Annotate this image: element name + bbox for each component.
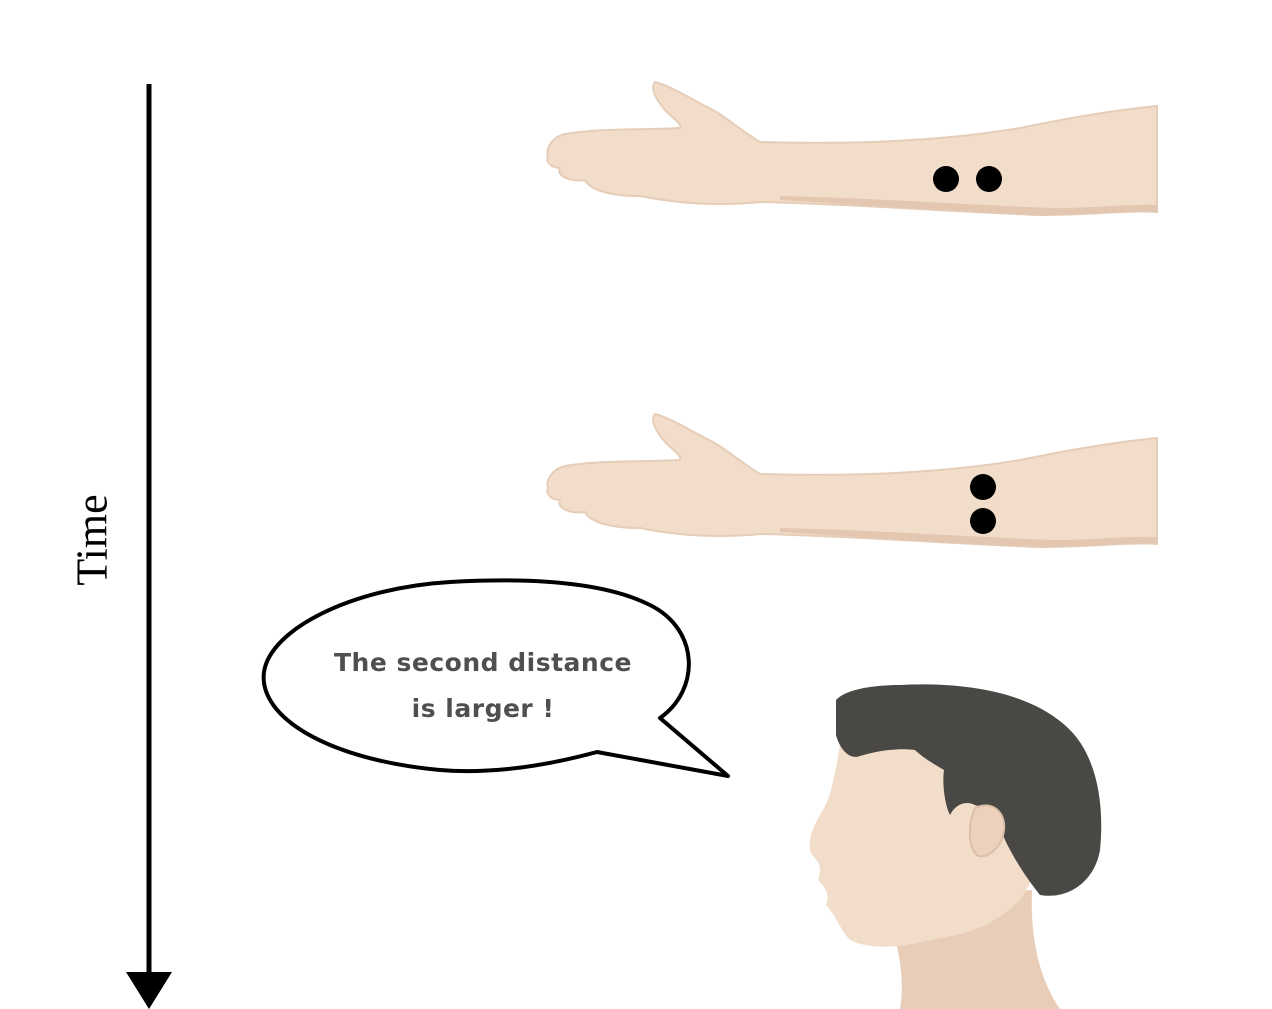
time-axis-arrowhead	[126, 972, 172, 1009]
speech-bubble-text: The second distance is larger !	[298, 640, 668, 732]
tactile-point-icon	[976, 166, 1002, 192]
tactile-point-icon	[970, 474, 996, 500]
arm-icon	[547, 82, 1157, 215]
speech-line-2: is larger !	[298, 686, 668, 732]
arm-trial-2	[547, 414, 1157, 547]
arm-trial-1	[547, 82, 1157, 215]
time-axis	[126, 84, 172, 1009]
time-axis-label: Time	[67, 494, 118, 585]
speech-line-1: The second distance	[298, 640, 668, 686]
tactile-point-icon	[970, 508, 996, 534]
arm-icon	[547, 414, 1157, 547]
person-head-profile-icon	[810, 684, 1102, 1009]
tactile-point-icon	[933, 166, 959, 192]
